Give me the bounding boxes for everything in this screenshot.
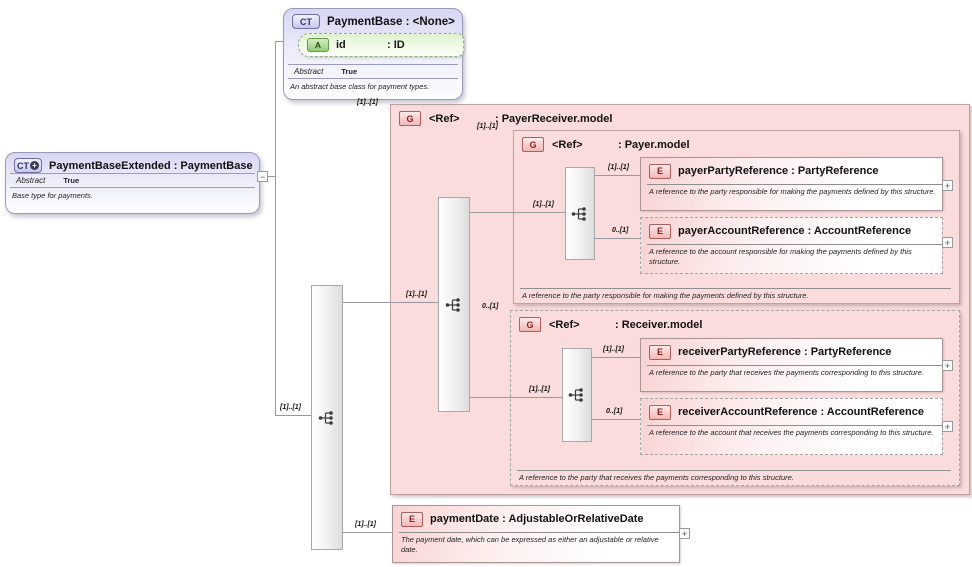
abstract-label: Abstract xyxy=(16,176,46,185)
expand-button-payer-account[interactable]: + xyxy=(942,237,953,248)
element-title: receiverPartyReference : PartyReference xyxy=(678,346,892,358)
cardinality-label: [1]..[1] xyxy=(603,346,624,353)
complex-type-title: PaymentBaseExtended : PaymentBase xyxy=(49,159,253,172)
attribute-badge: A xyxy=(307,38,329,52)
group-receiver-header[interactable]: G <Ref> : Receiver.model xyxy=(511,311,959,332)
sequence-connector-payer-receiver xyxy=(438,197,470,412)
element-badge: E xyxy=(649,404,671,420)
group-type-label: : PayerReceiver.model xyxy=(495,112,613,125)
connector-line xyxy=(590,419,640,420)
group-badge: G xyxy=(522,137,544,152)
group-type-label: : Receiver.model xyxy=(615,318,703,331)
element-title: receiverAccountReference : AccountRefere… xyxy=(678,406,924,418)
derived-indicator-icon: + xyxy=(30,161,39,170)
connector-line xyxy=(593,238,640,239)
connector-line xyxy=(593,175,640,176)
complex-type-payment-base[interactable]: CT PaymentBase : <None> A id : ID Abstra… xyxy=(283,8,464,100)
connector-line xyxy=(275,41,276,416)
complex-type-badge: CT xyxy=(292,14,320,29)
abstract-label: Abstract xyxy=(294,67,324,76)
connector-line xyxy=(468,212,567,213)
attribute-id[interactable]: A id : ID xyxy=(298,33,464,57)
sequence-icon xyxy=(571,206,586,221)
element-title: payerAccountReference : AccountReference xyxy=(678,225,912,237)
element-receiver-party-reference[interactable]: E receiverPartyReference : PartyReferenc… xyxy=(640,338,943,392)
group-badge: G xyxy=(399,111,421,126)
group-payer-header[interactable]: G <Ref> : Payer.model xyxy=(514,131,959,152)
connector-line xyxy=(341,302,438,303)
element-badge: E xyxy=(649,163,671,179)
element-description: A reference to the party that receives t… xyxy=(647,365,942,378)
type-description: Base type for payments. xyxy=(12,191,93,200)
group-ref-label: <Ref> xyxy=(552,138,583,151)
complex-type-title: PaymentBase : <None> xyxy=(327,15,455,28)
sequence-connector-root xyxy=(311,285,343,550)
sequence-icon xyxy=(318,410,333,425)
cardinality-label: 0..[1] xyxy=(612,227,629,234)
connector-line xyxy=(268,176,276,177)
cardinality-label: [1]..[1] xyxy=(406,291,427,298)
element-payer-party-reference[interactable]: E payerPartyReference : PartyReference A… xyxy=(640,157,943,211)
connector-line xyxy=(468,397,562,398)
cardinality-label: 0..[1] xyxy=(482,303,499,310)
group-ref-label: <Ref> xyxy=(429,112,460,125)
sequence-connector-payer xyxy=(565,167,595,260)
cardinality-label: [1]..[1] xyxy=(355,521,376,528)
element-description: The payment date, which can be expressed… xyxy=(399,532,679,555)
expand-button-receiver-party[interactable]: + xyxy=(942,360,953,371)
cardinality-label: [1]..[1] xyxy=(533,201,554,208)
group-type-label: : Payer.model xyxy=(618,138,690,151)
type-description: An abstract base class for payment types… xyxy=(290,82,430,91)
expand-button-payment-date[interactable]: + xyxy=(679,528,690,539)
complex-type-badge-derived: CT+ xyxy=(14,158,42,173)
element-payer-account-reference[interactable]: E payerAccountReference : AccountReferen… xyxy=(640,217,943,274)
attribute-name: id xyxy=(336,39,346,51)
group-payer-receiver-header[interactable]: G <Ref> : PayerReceiver.model xyxy=(391,105,969,126)
element-title: paymentDate : AdjustableOrRelativeDate xyxy=(430,513,644,525)
collapse-button[interactable]: − xyxy=(257,171,268,182)
complex-type-payment-base-extended[interactable]: CT+ PaymentBaseExtended : PaymentBase Ab… xyxy=(5,152,260,214)
connector-line xyxy=(341,532,392,533)
element-title: payerPartyReference : PartyReference xyxy=(678,165,879,177)
abstract-value: True xyxy=(63,176,80,185)
element-description: A reference to the account that receives… xyxy=(647,425,942,438)
cardinality-label: [1]..[1] xyxy=(280,404,301,411)
sequence-icon xyxy=(568,388,583,402)
cardinality-label: [1]..[1] xyxy=(608,164,629,171)
sequence-connector-receiver xyxy=(562,348,592,442)
expand-button-payer-party[interactable]: + xyxy=(942,180,953,191)
cardinality-label: [1]..[1] xyxy=(357,99,378,106)
expand-button-receiver-account[interactable]: + xyxy=(942,421,953,432)
cardinality-label: 0..[1] xyxy=(606,408,623,415)
group-payer-description: A reference to the party responsible for… xyxy=(520,288,951,300)
sequence-icon xyxy=(445,297,460,312)
element-badge: E xyxy=(401,511,423,527)
abstract-value: True xyxy=(341,67,358,76)
complex-type-badge-text: CT xyxy=(17,160,29,171)
element-badge: E xyxy=(649,344,671,360)
group-receiver-description: A reference to the party that receives t… xyxy=(517,470,951,482)
element-description: A reference to the account responsible f… xyxy=(647,244,942,267)
connector-line xyxy=(590,357,640,358)
group-badge: G xyxy=(519,317,541,332)
element-badge: E xyxy=(649,223,671,239)
attribute-type: : ID xyxy=(387,39,405,51)
connector-line xyxy=(275,415,311,416)
cardinality-label: [1]..[1] xyxy=(477,123,498,130)
element-receiver-account-reference[interactable]: E receiverAccountReference : AccountRefe… xyxy=(640,398,943,455)
cardinality-label: [1]..[1] xyxy=(529,386,550,393)
group-ref-label: <Ref> xyxy=(549,318,580,331)
element-payment-date[interactable]: E paymentDate : AdjustableOrRelativeDate… xyxy=(392,505,680,563)
element-description: A reference to the party responsible for… xyxy=(647,184,942,197)
